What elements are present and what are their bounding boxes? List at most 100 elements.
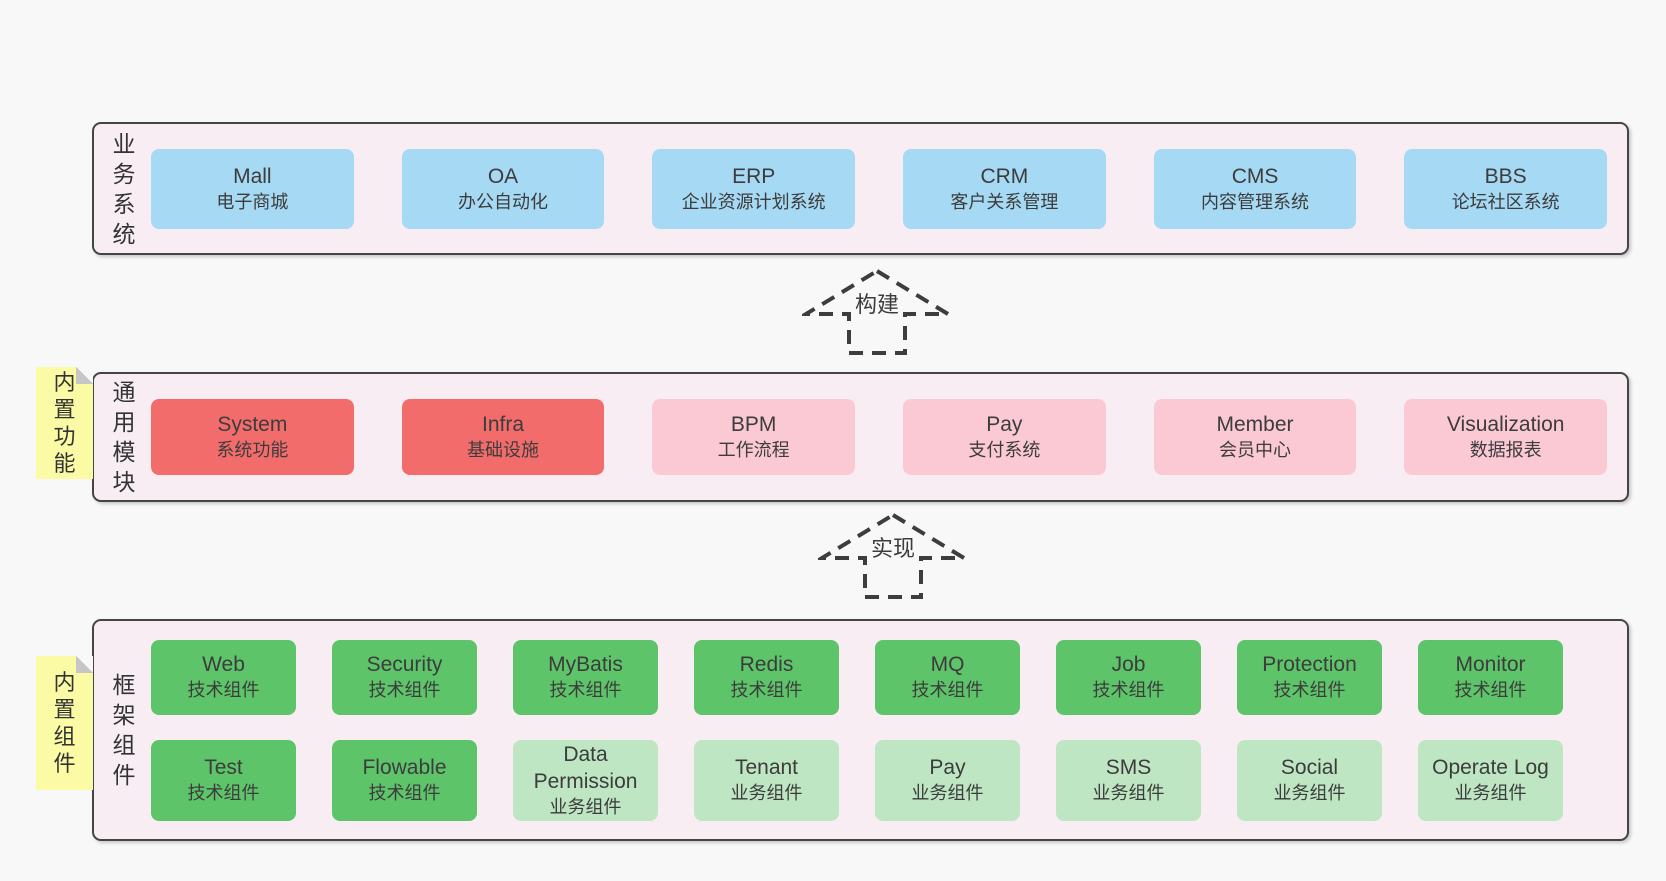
folded-corner-icon (76, 367, 93, 384)
arrow-implement: 实现 (818, 509, 968, 601)
box-title: BPM (730, 413, 777, 436)
box-row: Mall 电子商城 OA 办公自动化 ERP 企业资源计划系统 CRM 客户关系管理 CMS 内容… (151, 148, 1608, 229)
box-subtitle: 客户关系管理 (950, 191, 1059, 212)
box-subtitle: 企业资源计划系统 (681, 191, 826, 212)
box-title: Pay (929, 756, 966, 779)
box-subtitle: 技术组件 (368, 680, 441, 700)
box-pay: Pay 业务组件 (875, 739, 1020, 821)
box-subtitle: 业务组件 (1273, 783, 1346, 803)
arrow-implement-label: 实现 (867, 535, 919, 563)
box-title: Test (204, 756, 243, 779)
box-title: Protection (1262, 653, 1357, 676)
box-subtitle: 支付系统 (968, 440, 1041, 460)
box-title: Job (1111, 653, 1146, 676)
box-title: Monitor (1455, 653, 1526, 676)
box-protection: Protection 技术组件 (1237, 639, 1382, 715)
box-subtitle: 业务组件 (1092, 783, 1165, 803)
box-bpm: BPM 工作流程 (652, 399, 856, 475)
box-oa: OA 办公自动化 (401, 148, 605, 229)
box-subtitle: 技术组件 (911, 680, 984, 700)
box-cms: CMS 内容管理系统 (1153, 148, 1357, 229)
box-pay: Pay 支付系统 (903, 399, 1106, 475)
box-title: Operate Log (1432, 756, 1549, 779)
box-subtitle: 论坛社区系统 (1451, 191, 1560, 212)
box-title: Visualization (1446, 413, 1565, 436)
box-subtitle: 业务组件 (911, 783, 984, 803)
box-subtitle: 工作流程 (717, 440, 790, 460)
box-infra: Infra 基础设施 (401, 399, 605, 475)
box-subtitle: 会员中心 (1219, 440, 1292, 460)
sticky-note-label: 内置组件 (53, 670, 76, 776)
box-mybatis: MyBatis 技术组件 (513, 639, 658, 715)
box-title: CMS (1231, 164, 1279, 188)
box-title: ERP (732, 164, 776, 188)
box-subtitle: 基础设施 (467, 440, 539, 460)
folded-corner-icon (76, 656, 93, 673)
box-title: MyBatis (548, 653, 623, 676)
box-title: Web (202, 653, 245, 676)
box-title: Social (1280, 756, 1339, 779)
panel-business-systems: 业务系统 Mall 电子商城 OA 办公自动化 ERP 企业资源计划系统 CRM 客户关系管理… (92, 122, 1629, 255)
box-operate-log: Operate Log 业务组件 (1418, 739, 1563, 821)
box-subtitle: 技术组件 (730, 680, 803, 700)
box-subtitle: 技术组件 (368, 783, 441, 803)
box-subtitle: 技术组件 (1092, 680, 1165, 700)
panel-business-systems-rows: Mall 电子商城 OA 办公自动化 ERP 企业资源计划系统 CRM 客户关系管理 CMS 内容… (151, 148, 1608, 229)
box-security: Security 技术组件 (332, 639, 477, 715)
box-title: Security (366, 653, 443, 676)
box-title: Infra (481, 413, 525, 436)
box-title: Tenant (734, 756, 799, 779)
panel-business-systems-label: 业务系统 (112, 130, 136, 247)
box-title: OA (487, 164, 519, 188)
box-subtitle: 技术组件 (187, 783, 260, 803)
up-arrow-dashed-icon (802, 268, 952, 355)
box-subtitle: 技术组件 (1273, 680, 1346, 700)
box-subtitle: 技术组件 (1454, 680, 1527, 700)
box-title: MQ (930, 653, 965, 676)
box-title: CRM (980, 164, 1029, 188)
box-title: SMS (1105, 756, 1152, 779)
box-subtitle: 办公自动化 (458, 191, 548, 212)
sticky-note-label: 内置功能 (53, 370, 76, 476)
box-test: Test 技术组件 (151, 739, 296, 821)
box-title: Pay (986, 413, 1023, 436)
box-subtitle: 内容管理系统 (1201, 191, 1310, 212)
box-title: System (217, 413, 288, 436)
sticky-note-built-in-features: 内置功能 (36, 367, 93, 479)
box-title: Member (1216, 413, 1294, 436)
arrow-build: 构建 (802, 265, 952, 357)
box-title: Mall (233, 164, 272, 188)
box-crm: CRM 客户关系管理 (903, 148, 1106, 229)
box-monitor: Monitor 技术组件 (1418, 639, 1563, 715)
box-mall: Mall 电子商城 (151, 148, 354, 229)
arrow-build-label: 构建 (851, 291, 903, 319)
box-subtitle: 电子商城 (216, 191, 289, 212)
box-subtitle: 技术组件 (549, 680, 622, 700)
box-tenant: Tenant 业务组件 (694, 739, 839, 821)
sticky-note-built-in-components: 内置组件 (36, 656, 93, 790)
panel-common-modules-label: 通用模块 (112, 379, 136, 495)
panel-framework-components-label: 框架组件 (112, 672, 136, 788)
box-social: Social 业务组件 (1237, 739, 1382, 821)
box-subtitle: 业务组件 (1454, 783, 1527, 803)
box-subtitle: 业务组件 (549, 796, 622, 817)
box-job: Job 技术组件 (1056, 639, 1201, 715)
box-subtitle: 业务组件 (730, 783, 803, 803)
up-arrow-dashed-icon (818, 512, 968, 599)
box-member: Member 会员中心 (1153, 399, 1357, 475)
